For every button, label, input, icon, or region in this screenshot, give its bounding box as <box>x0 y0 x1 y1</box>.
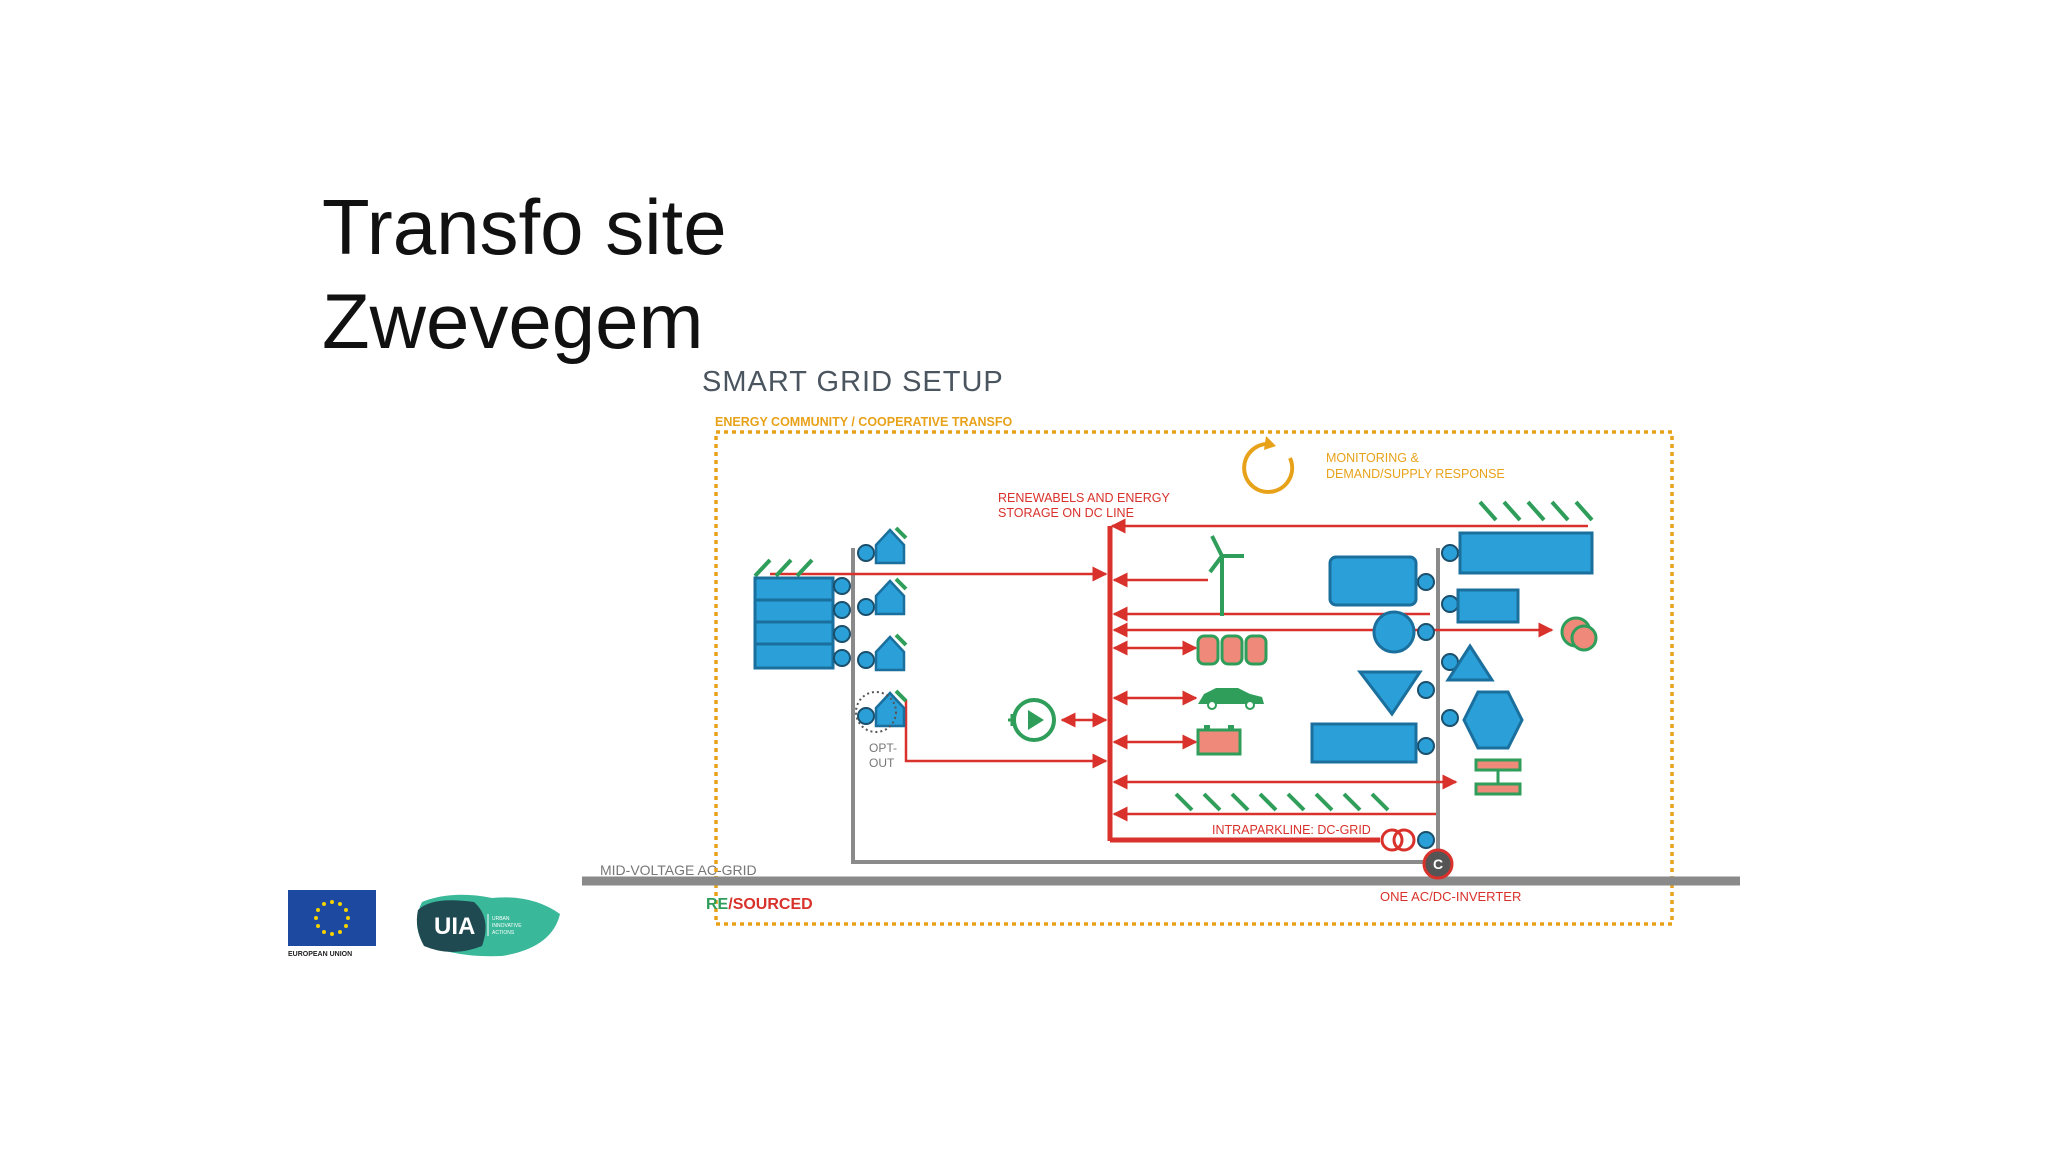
industrial-loads <box>1310 531 1594 764</box>
house-icons <box>874 528 906 728</box>
house-solar-roofs <box>894 526 908 703</box>
monitoring-cycle-icon <box>1242 436 1295 494</box>
left-grey-bus <box>851 548 1438 864</box>
inverter-symbol: C <box>1433 856 1443 872</box>
inverter-label: ONE AC/DC-INVERTER <box>1380 889 1521 904</box>
electric-car-icon <box>1198 688 1264 710</box>
eu-logo: EUROPEAN UNION <box>288 890 376 958</box>
resourced-brand: RE/SOURCED <box>706 896 813 913</box>
inverter-node <box>1417 831 1435 849</box>
solar-panels-icon <box>753 558 835 670</box>
diagram-heading: SMART GRID SETUP <box>702 366 1004 398</box>
ev-charger-icon <box>1008 698 1056 742</box>
mid-voltage-label: MID-VOLTAGE AC-GRID <box>600 862 757 878</box>
community-label: ENERGY COMMUNITY / COOPERATIVE TRANSFO <box>715 415 1013 429</box>
uia-sub-2: INNOVATIVE <box>492 923 522 929</box>
uia-logo-text: UIA <box>434 913 475 940</box>
intrapark-label: INTRAPARKLINE: DC-GRID <box>1212 823 1371 837</box>
uia-sub-3: ACTIONS <box>492 930 515 936</box>
dc-line-label-2: STORAGE ON DC LINE <box>998 506 1134 520</box>
slide-title-line-1: Transfo site <box>322 183 727 271</box>
right-solar-roof-icon <box>1478 500 1594 522</box>
opt-out-label-1: OPT- <box>869 741 897 755</box>
uia-logo: UIA URBAN INNOVATIVE ACTIONS <box>416 894 560 957</box>
eu-logo-text: EUROPEAN UNION <box>288 951 352 958</box>
battery-icon <box>1196 725 1242 756</box>
wind-turbine-icon <box>1208 535 1244 616</box>
slide-title: Transfo site Zwevegem <box>322 180 727 368</box>
opt-out-label-2: OUT <box>869 756 895 770</box>
dc-line-label-1: RENEWABELS AND ENERGY <box>998 491 1170 505</box>
inverter-icon <box>1422 848 1454 880</box>
monitoring-label-2: DEMAND/SUPPLY RESPONSE <box>1326 467 1505 481</box>
storage-tanks-icon <box>1196 634 1268 666</box>
intrapark-solar-icon <box>1174 792 1390 812</box>
left-connector-nodes <box>833 544 875 725</box>
monitoring-label-1: MONITORING & <box>1326 451 1419 465</box>
slide-title-line-2: Zwevegem <box>322 277 704 365</box>
uia-sub-1: URBAN <box>492 916 510 922</box>
opt-out-dotted-circle <box>855 691 897 733</box>
transformer-icon <box>1380 828 1416 852</box>
right-connector-nodes <box>1417 544 1459 755</box>
energy-community-boundary <box>714 430 1674 926</box>
external-load-icon <box>1560 616 1598 652</box>
opt-out-to-dc-arrow <box>904 700 1108 769</box>
